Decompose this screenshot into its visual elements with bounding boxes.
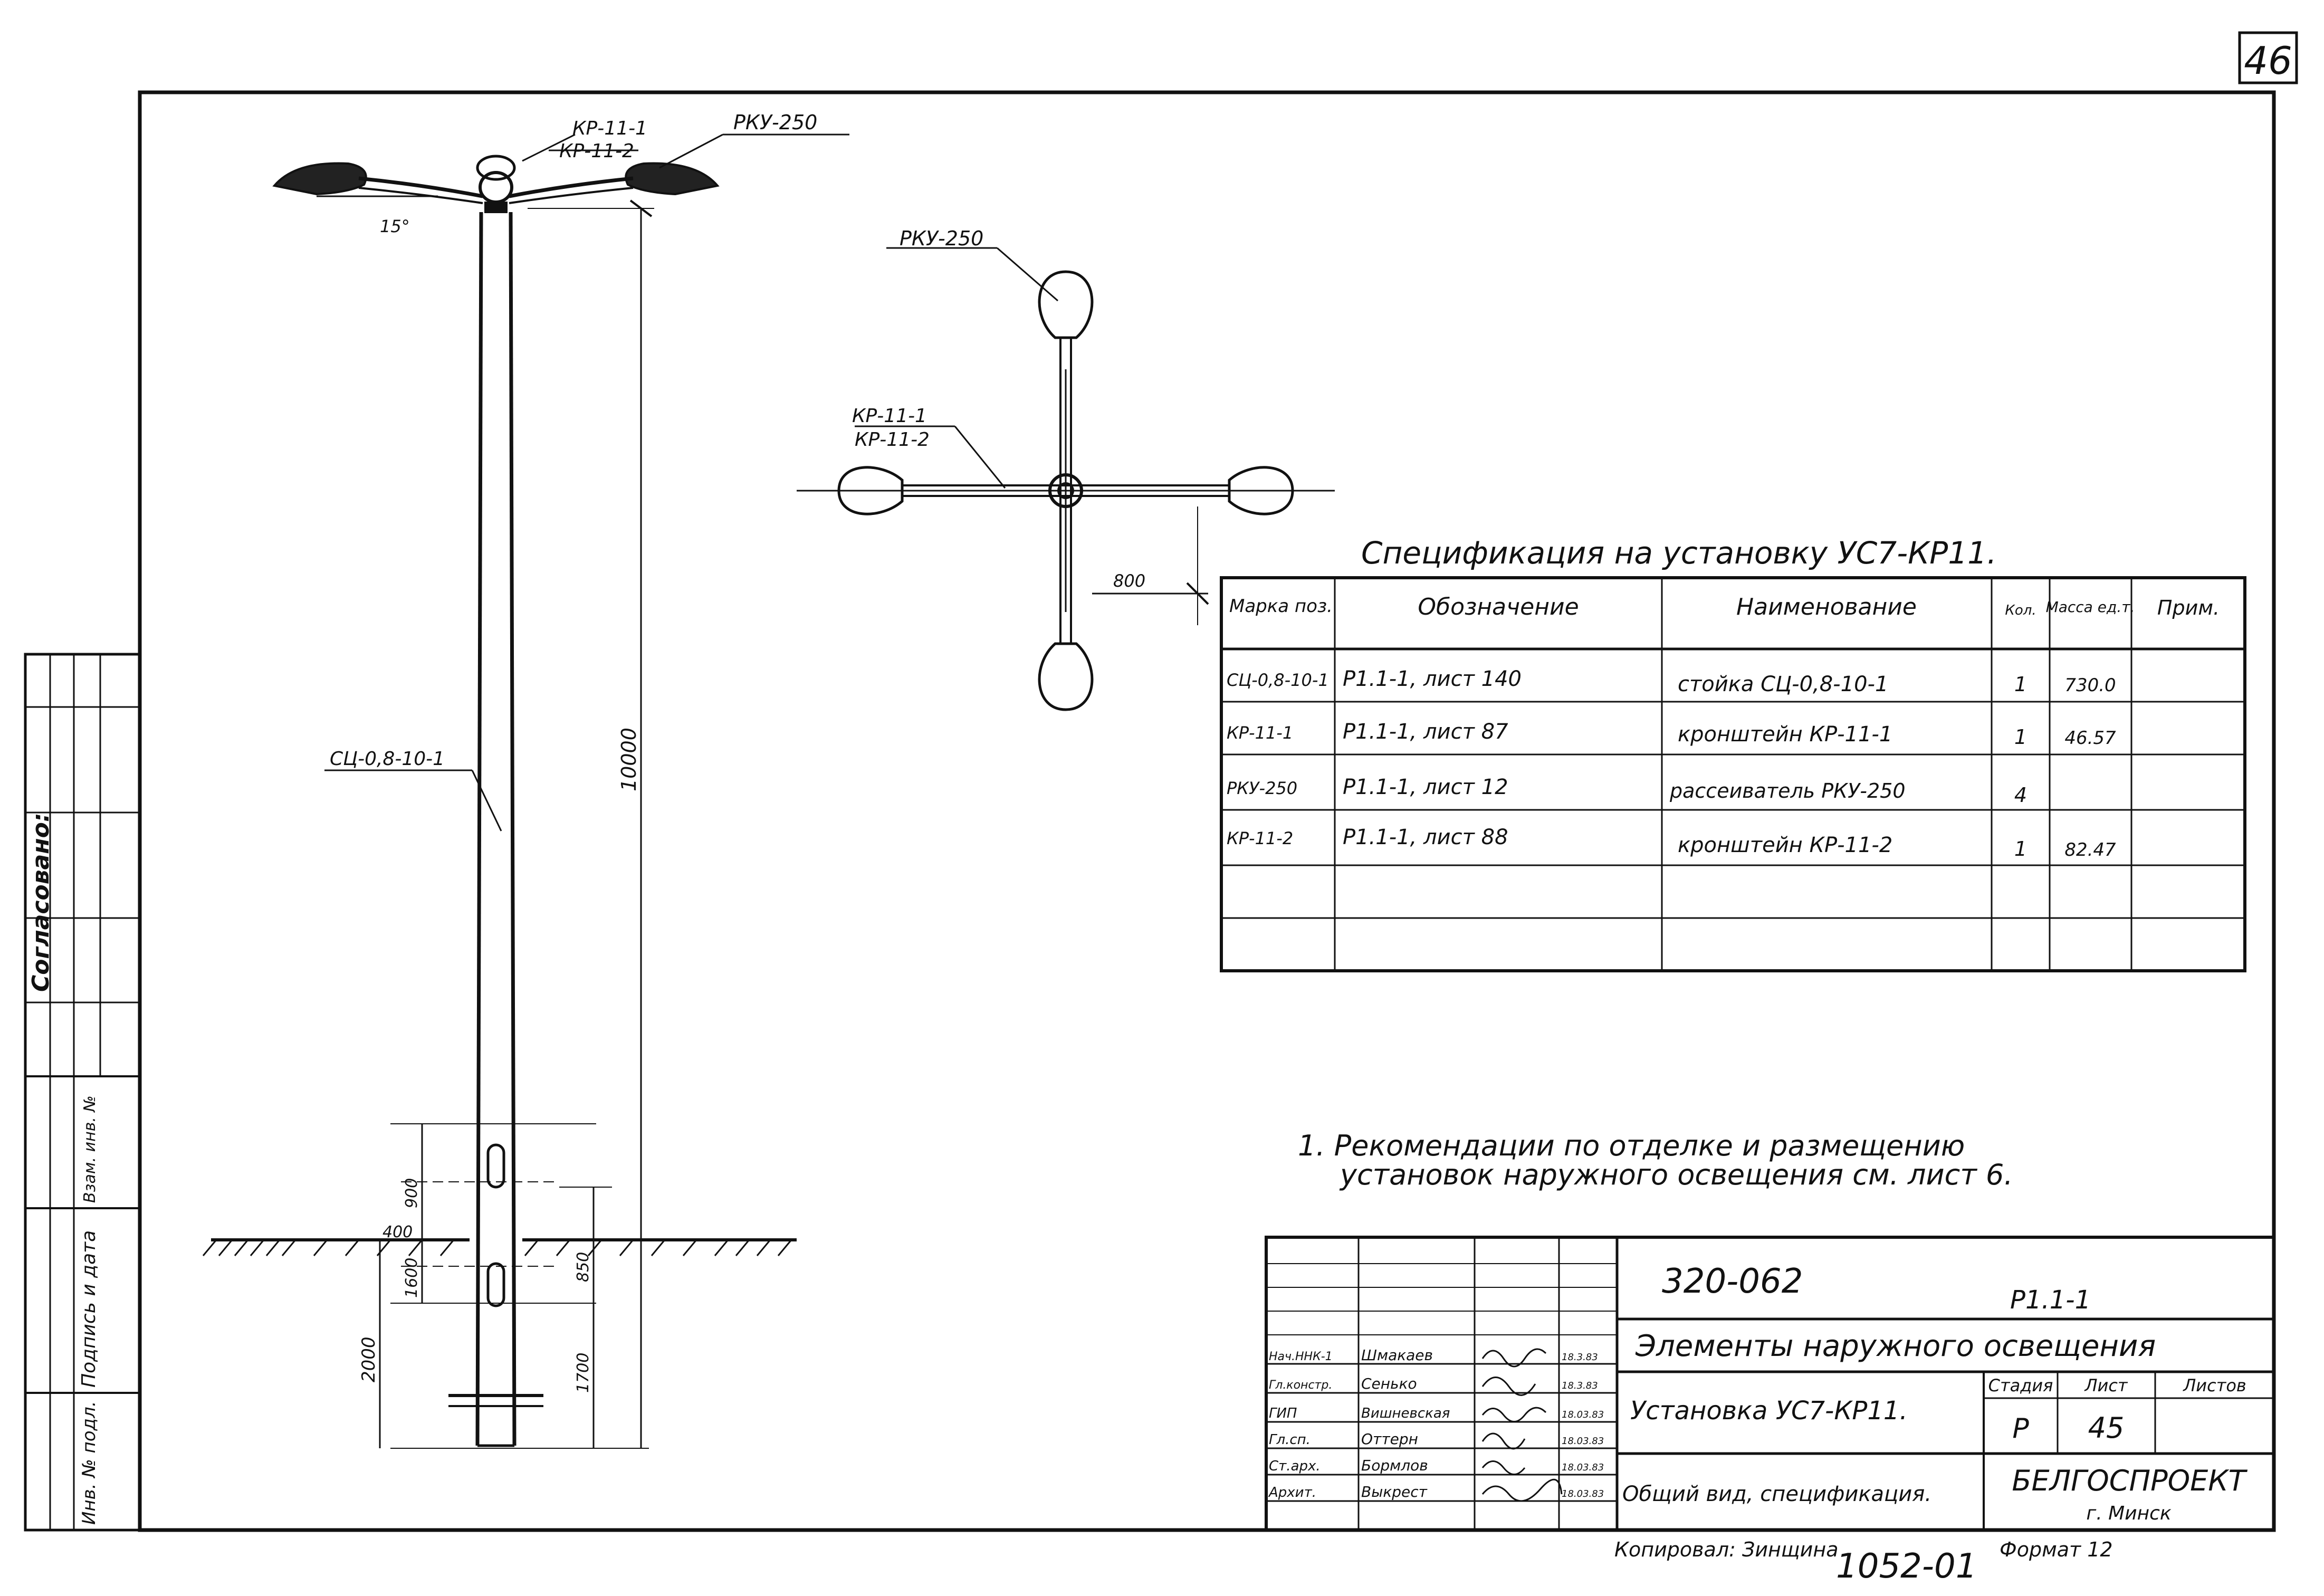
sig-3-date: 18.03.83	[1562, 1409, 1604, 1420]
footer-copied: Копировал: Зинщина	[1614, 1538, 1839, 1561]
tb-series: Р1.1-1	[2010, 1285, 2091, 1315]
title-block	[1265, 1236, 2275, 1532]
sig-1-date: 18.3.83	[1562, 1352, 1598, 1363]
sig-1-name: Шмакаев	[1361, 1346, 1433, 1364]
spec-row-3-qty: 4	[2014, 783, 2027, 807]
tb-list-no: 45	[2088, 1411, 2125, 1445]
elev-bracket-label-2: КР-11-2	[559, 140, 634, 162]
spec-header-designation: Обозначение	[1418, 594, 1579, 620]
tb-doc-code: 320-062	[1662, 1262, 1803, 1301]
note-line-2: установок наружного освещения см. лист 6…	[1339, 1158, 2013, 1191]
elev-lamp-label: РКУ-250	[733, 111, 817, 134]
plan-lamp-left-icon	[837, 466, 904, 515]
tb-sheet-subtitle: Общий вид, спецификация.	[1622, 1482, 1931, 1506]
tb-stage-header: Стадия	[1988, 1375, 2053, 1396]
elev-dim-900: 900	[403, 1178, 421, 1208]
spec-table	[1220, 576, 2246, 972]
stamp-soglasovano: Согласовано:	[27, 813, 54, 992]
tb-lists-header: Листов	[2183, 1375, 2246, 1396]
sig-5-role: Ст.арх.	[1269, 1458, 1321, 1474]
stamp-vzam-inv: Взам. инв. №	[81, 1095, 99, 1203]
sig-1-role: Нач.ННК-1	[1269, 1350, 1333, 1363]
spec-row-4-designation: Р1.1-1, лист 88	[1343, 825, 1508, 849]
tb-stage: Р	[2012, 1413, 2029, 1445]
sig-5-name: Бормлов	[1361, 1457, 1428, 1474]
lamp-left-icon	[272, 162, 367, 196]
stamp-inv-podl: Инв. № подл.	[79, 1401, 100, 1525]
spec-row-2-mass: 46.57	[2064, 728, 2116, 749]
plan-bracket-label-1: КР-11-1	[852, 405, 927, 427]
plan-view	[797, 247, 1335, 711]
spec-row-1-qty: 1	[2014, 673, 2027, 696]
spec-row-2-name: кронштейн КР-11-1	[1678, 722, 1892, 747]
plan-lamp-top-icon	[1038, 270, 1094, 339]
tb-signatures: Нач.ННК-1 Шмакаев 18.3.83 Гл.констр. Сен…	[1268, 1346, 1604, 1502]
drawing-frame	[138, 90, 2276, 1532]
lamp-right-icon	[625, 162, 720, 196]
spec-header-mass: Масса ед.т.	[2046, 598, 2135, 616]
spec-row-4-name: кронштейн КР-11-2	[1678, 833, 1892, 857]
spec-row-2-qty: 1	[2014, 725, 2027, 749]
sig-5-date: 18.03.83	[1562, 1462, 1604, 1473]
spec-title: Спецификация на установку УС7-КР11.	[1361, 535, 1997, 571]
elev-dim-height: 10000	[617, 728, 640, 791]
note-line-1: 1. Рекомендации по отделке и размещению	[1298, 1129, 1965, 1162]
stamp-podp-data: Подпись и дата	[78, 1230, 100, 1388]
sig-4-date: 18.03.83	[1562, 1436, 1604, 1447]
spec-header-mark: Марка поз.	[1229, 596, 1333, 617]
elev-dim-850: 850	[574, 1252, 592, 1282]
plan-bracket-label-2: КР-11-2	[855, 429, 930, 451]
elev-dim-400: 400	[382, 1223, 413, 1241]
elev-dim-1600: 1600	[403, 1258, 421, 1298]
elev-angle-label: 15°	[380, 216, 410, 236]
spec-row-2-designation: Р1.1-1, лист 87	[1343, 720, 1508, 744]
sig-3-role: ГИП	[1269, 1406, 1297, 1421]
spec-header-qty: Кол.	[2005, 603, 2036, 618]
spec-row-3-name: рассеиватель РКУ-250	[1669, 779, 1906, 802]
pole-elevation	[202, 133, 849, 1449]
spec-row-3-designation: Р1.1-1, лист 12	[1343, 775, 1508, 799]
spec-row-4-mark: КР-11-2	[1227, 828, 1293, 848]
sig-2-date: 18.3.83	[1562, 1380, 1598, 1391]
sig-3-name: Вишневская	[1361, 1406, 1450, 1421]
sig-6-date: 18.03.83	[1562, 1488, 1604, 1499]
spec-row-2-mark: КР-11-1	[1227, 723, 1293, 743]
sig-4-name: Оттерн	[1361, 1430, 1418, 1448]
tb-city: г. Минск	[2086, 1503, 2172, 1524]
sig-6-name: Выкрест	[1361, 1483, 1428, 1501]
plan-dim-arm: 800	[1113, 571, 1145, 591]
spec-row-1-designation: Р1.1-1, лист 140	[1343, 667, 1522, 691]
sig-2-role: Гл.констр.	[1269, 1379, 1332, 1392]
sheet-number-box	[2238, 31, 2298, 84]
spec-row-1-name: стойка СЦ-0,8-10-1	[1678, 672, 1888, 696]
spec-header-name: Наименование	[1736, 594, 1917, 620]
tb-sheet-title: Установка УС7-КР11.	[1630, 1396, 1908, 1426]
left-margin-stamp	[24, 653, 141, 1532]
elev-dim-1700: 1700	[574, 1353, 592, 1393]
spec-row-4-mass: 82.47	[2064, 839, 2116, 861]
elev-pole-label: СЦ-0,8-10-1	[330, 748, 445, 770]
plan-lamp-bottom-icon	[1038, 642, 1094, 711]
sheet-number: 46	[2244, 39, 2292, 83]
spec-row-4-qty: 1	[2014, 837, 2027, 861]
elev-bracket-label-1: КР-11-1	[572, 118, 647, 139]
plan-lamp-label: РКУ-250	[900, 227, 983, 250]
tb-project-title: Элементы наружного освещения	[1635, 1329, 2156, 1363]
footer-format: Формат 12	[2000, 1538, 2113, 1561]
sig-2-name: Сенько	[1361, 1375, 1417, 1392]
sig-6-role: Архит.	[1268, 1485, 1316, 1501]
spec-header-note: Прим.	[2157, 596, 2220, 619]
elev-dim-2000: 2000	[358, 1336, 379, 1382]
sig-4-role: Гл.сп.	[1269, 1432, 1311, 1448]
tb-list-header: Лист	[2084, 1375, 2128, 1396]
plan-lamp-right-icon	[1228, 466, 1294, 515]
spec-row-3-mark: РКУ-250	[1227, 778, 1297, 798]
spec-row-1-mark: СЦ-0,8-10-1	[1227, 670, 1329, 690]
footer-number: 1052-01	[1836, 1547, 1977, 1586]
tb-org: БЕЛГОСПРОЕКТ	[2012, 1464, 2248, 1497]
spec-row-1-mass: 730.0	[2064, 675, 2116, 696]
